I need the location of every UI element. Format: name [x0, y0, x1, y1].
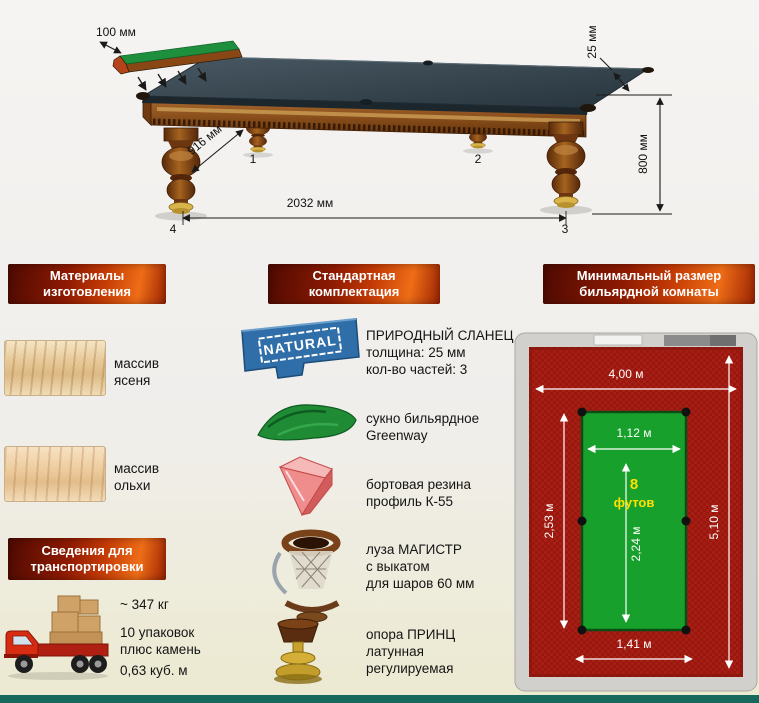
- cloth-line1: сукно бильярдное: [366, 411, 480, 426]
- room-title-line1: Минимальный размер: [576, 268, 722, 283]
- materials-title-line2: изготовления: [42, 284, 132, 299]
- equipment-title-line1: Стандартная: [312, 268, 396, 283]
- room-length-label: 5,10 м: [707, 505, 721, 540]
- transport-packages-line1: 10 упаковок: [120, 625, 195, 640]
- cloth-description: сукно бильярдное Greenway: [366, 410, 479, 444]
- table-shadows: [155, 148, 592, 221]
- billiard-table-diagram: 100 мм 25 мм 800 мм 916 мм 2032 мм 1 2 3…: [96, 25, 672, 236]
- pocket-line3: для шаров 60 мм: [366, 576, 475, 591]
- alder-label-line1: массив: [114, 461, 160, 476]
- slate-icon: NATURAL: [241, 318, 360, 379]
- slate-line1: ПРИРОДНЫЙ СЛАНЕЦ: [366, 328, 514, 343]
- transport-packages: 10 упаковок плюс камень: [120, 624, 201, 658]
- table-outer-width-label: 1,41 м: [617, 637, 652, 651]
- alder-label-line2: ольхи: [114, 478, 151, 493]
- ash-label-line1: массив: [114, 356, 160, 371]
- equipment-title-line2: комплектация: [308, 284, 400, 299]
- materials-title-line1: Материалы: [49, 268, 125, 283]
- rubber-description: бортовая резина профиль К-55: [366, 476, 471, 510]
- table-body: [136, 55, 654, 138]
- leg-number-1: 1: [250, 152, 257, 166]
- transport-weight: ~ 347 кг: [120, 597, 169, 612]
- room-title-line2: бильярдной комнаты: [579, 284, 719, 299]
- support-line1: опора ПРИНЦ: [366, 627, 456, 642]
- cloth-line2: Greenway: [366, 428, 428, 443]
- slate-line3: кол-во частей: 3: [366, 362, 468, 377]
- rubber-line1: бортовая резина: [366, 477, 471, 492]
- alder-wood-swatch: [4, 446, 106, 502]
- bottom-accent-bar: [0, 695, 759, 703]
- support-line2: латунная: [366, 644, 424, 659]
- pocket-description: луза МАГИСТР с выкатом для шаров 60 мм: [366, 541, 474, 592]
- table-size-line2: футов: [614, 495, 655, 510]
- pocket-icon: [272, 529, 341, 623]
- zone-height-label: 2,53 м: [542, 504, 556, 539]
- transport-packages-line2: плюс камень: [120, 642, 201, 657]
- leg-number-4: 4: [170, 222, 177, 236]
- transport-volume: 0,63 куб. м: [120, 663, 188, 678]
- room-dimension-lines: [535, 355, 737, 669]
- pocket-line1: луза МАГИСТР: [366, 542, 462, 557]
- section-header-room: Минимальный размер бильярдной комнаты: [543, 264, 755, 304]
- dim-length-label: 2032 мм: [287, 196, 334, 210]
- truck-icon: [4, 595, 109, 680]
- support-foot-icon: [274, 618, 322, 684]
- room-table: [577, 407, 691, 635]
- room-width-label: 4,00 м: [609, 367, 644, 381]
- room-plan: 4,00 м 5,10 м 2,53 м 1,12 м 2,24 м 1,41 …: [514, 332, 758, 692]
- rubber-line2: профиль К-55: [366, 494, 454, 509]
- section-header-equipment: Стандартная комплектация: [268, 264, 440, 304]
- rail-placement-arrows: [137, 67, 207, 91]
- ash-wood-label: массив ясеня: [114, 355, 159, 389]
- cushion-rubber-icon: [278, 456, 333, 517]
- slate-description: ПРИРОДНЫЙ СЛАНЕЦ толщина: 25 мм кол-во ч…: [366, 327, 514, 378]
- leg-number-2: 2: [475, 152, 482, 166]
- table-leg-3: [546, 121, 586, 209]
- slate-line2: толщина: 25 мм: [366, 345, 466, 360]
- transport-title-line2: транспортировки: [30, 559, 144, 574]
- window: [593, 334, 643, 346]
- support-description: опора ПРИНЦ латунная регулируемая: [366, 626, 455, 677]
- table-size-label: 8 футов: [614, 476, 655, 510]
- leg-number-3: 3: [562, 222, 569, 236]
- ash-wood-swatch: [4, 340, 106, 396]
- table-inner-width-label: 1,12 м: [617, 426, 652, 440]
- dim-height-label: 800 мм: [636, 134, 650, 174]
- pocket-line2: с выкатом: [366, 559, 430, 574]
- section-header-transport: Сведения для транспортировки: [8, 538, 166, 580]
- dimension-lines: [99, 41, 672, 225]
- dim-top-thickness-label: 25 мм: [585, 25, 599, 58]
- dim-rail-width-label: 100 мм: [96, 25, 136, 39]
- cushion-rail-piece: [112, 40, 243, 75]
- alder-wood-label: массив ольхи: [114, 460, 159, 494]
- section-header-materials: Материалы изготовления: [8, 264, 166, 304]
- ash-label-line2: ясеня: [114, 373, 151, 388]
- table-size-line1: 8: [630, 476, 638, 493]
- cloth-icon: [257, 404, 357, 441]
- room-dimension-labels: 4,00 м 5,10 м 2,53 м 1,12 м 2,24 м 1,41 …: [542, 367, 721, 651]
- door-leaf: [710, 335, 736, 346]
- transport-title-line1: Сведения для: [41, 543, 133, 558]
- door: [664, 335, 736, 346]
- support-line3: регулируемая: [366, 661, 454, 676]
- table-inner-length-label: 2,24 м: [629, 527, 643, 562]
